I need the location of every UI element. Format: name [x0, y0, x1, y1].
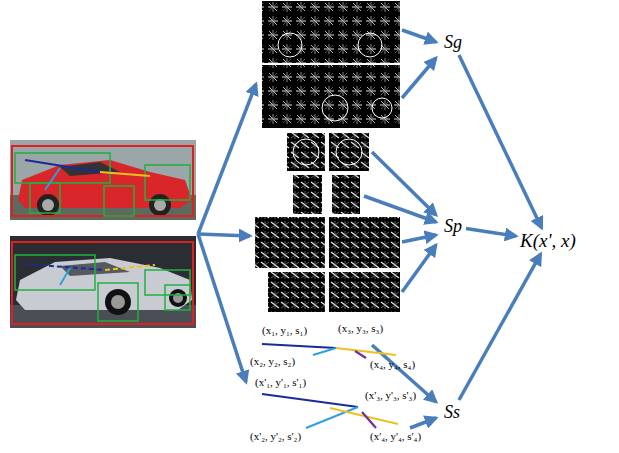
- similarity-node: Ss: [440, 400, 464, 425]
- similarity-node: Sg: [440, 30, 466, 55]
- flow-arrow: [459, 55, 542, 228]
- coordinate-label: (x'₄, y'₄, s'₄): [370, 430, 421, 443]
- node-text: K(x', x): [520, 230, 576, 251]
- coordinate-label: (x₁, y₁, s₁): [262, 324, 307, 337]
- kernel-node: K(x', x): [516, 228, 580, 254]
- node-text: Ss: [444, 402, 460, 422]
- node-text: Sp: [444, 216, 462, 236]
- flow-arrow: [459, 254, 541, 400]
- coordinate-label: (x'₃, y'₃, s'₃): [365, 389, 416, 402]
- coordinate-label: (x'₁, y'₁, s'₁): [255, 376, 306, 389]
- coordinate-label: (x₃, y₃, s₃): [338, 322, 383, 335]
- similarity-node: Sp: [440, 214, 466, 239]
- node-text: Sg: [444, 32, 462, 52]
- coordinate-label: (x₂, y₂, s₂): [250, 355, 295, 368]
- flow-arrow: [466, 228, 516, 236]
- coordinate-label: (x'₂, y'₂, s'₂): [250, 430, 301, 443]
- coordinate-label: (x₄, y₄, s₄): [370, 358, 415, 371]
